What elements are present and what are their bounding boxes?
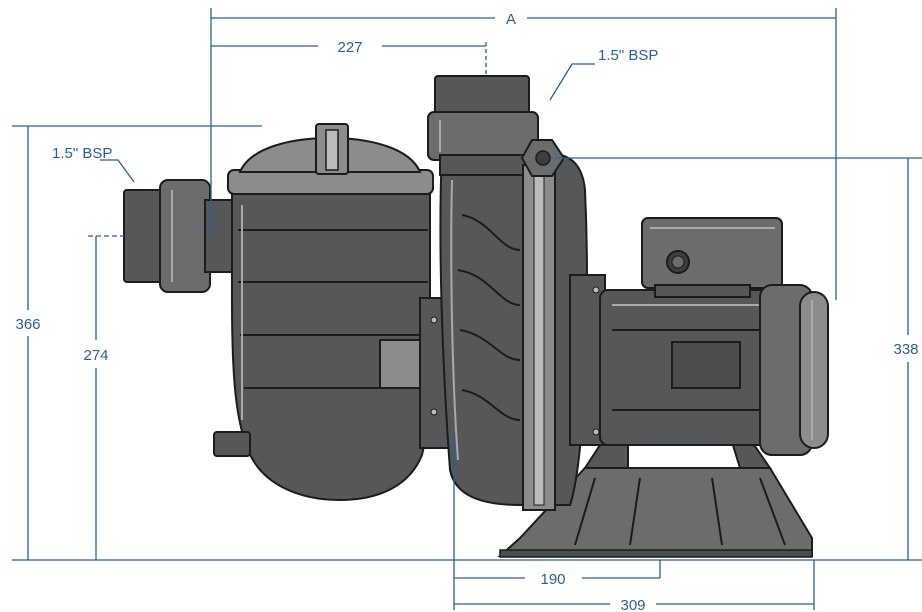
strainer-housing [213,189,441,502]
label-overall-length: A [506,11,516,28]
label-foot-mount: 190 [540,571,565,588]
label-base-length: 309 [620,597,645,612]
inlet-connector [123,179,234,293]
label-inlet-connection: 1.5" BSP [52,145,112,162]
label-overall-height: 366 [15,316,40,333]
pump-volute [439,148,588,506]
label-inlet-height: 274 [83,347,108,364]
bolt-upper-icon [430,316,438,324]
label-outlet-connection: 1.5" BSP [598,47,658,64]
dimension-labels: A 227 1.5" BSP 1.5" BSP 366 274 338 190 … [15,11,918,612]
strainer-lid [227,123,434,195]
pump-base [497,441,813,558]
dimension-lines [12,8,922,610]
motor-terminal-box [641,217,783,298]
bolt-lower-icon [430,408,438,416]
motor-body [599,289,774,446]
label-strainer-to-outlet: 227 [337,39,362,56]
label-motor-height: 338 [893,341,918,358]
outlet-connector [427,75,539,176]
pump-illustration [123,75,829,558]
motor-end-cap [759,284,829,456]
